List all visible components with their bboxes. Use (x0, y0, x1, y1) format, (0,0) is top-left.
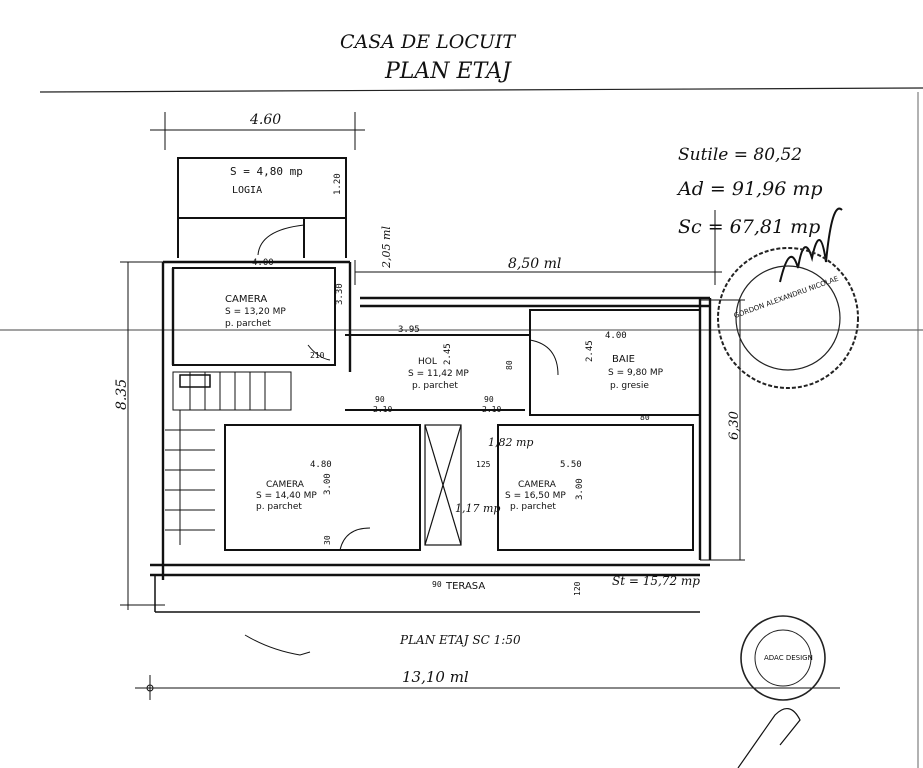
dim-door-210: 210 (310, 351, 325, 360)
camera1-name: CAMERA (225, 294, 267, 305)
dim-door-125: 125 (476, 460, 491, 469)
signature (779, 207, 843, 283)
camera1-floor: p. parchet (225, 319, 271, 329)
summary-s-utile: Sutile = 80,52 (678, 145, 802, 165)
camera2-door-arc (339, 527, 371, 551)
dim-overall-width-label: 13,10 ml (402, 668, 469, 686)
north-arrow-scribble (244, 634, 311, 656)
hol-name: HOL (418, 357, 437, 367)
logia-door-arc (257, 224, 305, 256)
camera2-walls (224, 424, 421, 551)
dim-overall-height-label: 8.35 (114, 379, 130, 410)
dim-hol-depth: 2.45 (443, 343, 453, 365)
terasa-area: St = 15,72 mp (612, 574, 700, 588)
logia-walls (177, 157, 347, 258)
camera3-floor: p. parchet (510, 502, 556, 512)
page-top-rule (39, 87, 923, 93)
dim-door-80: 80 (505, 360, 514, 370)
camera1-area: S = 13,20 MP (225, 307, 286, 317)
plan-caption: PLAN ETAJ SC 1:50 (399, 633, 521, 647)
hol-walls (345, 310, 531, 415)
dim-door-90b: 90 (484, 395, 494, 404)
dim-camera1-width: 4.00 (252, 258, 274, 268)
dim-overall-width (135, 675, 840, 700)
camera3-walls (497, 424, 694, 551)
dim-hol-door-2: 2.10 (482, 405, 501, 414)
terasa-outline (154, 575, 700, 613)
plan-title-line1: CASA DE LOCUIT (340, 31, 516, 53)
dim-camera3-width: 5.50 (560, 460, 582, 470)
dim-top-width (150, 112, 365, 150)
dim-camera3-depth: 3.00 (575, 478, 585, 500)
dim-logia-offset: 2,05 ml (380, 226, 393, 269)
dim-top-width-label: 4.60 (249, 112, 281, 128)
dim-mid-width-label: 8,50 ml (508, 256, 561, 272)
hol-floor: p. parchet (412, 381, 458, 391)
stamp-left-text: GORDON ALEXANDRU NICOLAE (733, 275, 840, 320)
hol-area: S = 11,42 MP (408, 369, 469, 379)
dim-hol-width: 3.95 (398, 325, 420, 335)
stair (165, 371, 292, 545)
plan-title-line2: PLAN ETAJ (384, 59, 512, 84)
dim-hol-door-1: 2.10 (373, 405, 392, 414)
camera2-name: CAMERA (266, 480, 305, 490)
bath-door-arc (529, 339, 559, 376)
dim-overall-height (120, 261, 165, 610)
camera2-area: S = 14,40 MP (256, 491, 317, 501)
summary-ad: Ad = 91,96 mp (676, 178, 823, 200)
dim-bottom-mark: 120 (573, 581, 582, 596)
dim-camera1-depth: 3.30 (335, 283, 345, 305)
dim-baie-width: 4.00 (605, 331, 627, 341)
dim-camera2-width: 4.80 (310, 460, 332, 470)
dim-door-90a: 90 (375, 395, 385, 404)
dim-terasa-mark: 90 (432, 580, 442, 589)
dim-bath-door: 80 (640, 413, 650, 422)
dim-baie-depth: 2.45 (585, 340, 595, 362)
camera1-door-arc (307, 344, 331, 361)
baie-floor: p. gresie (610, 381, 649, 391)
terasa-name: TERASA (445, 581, 485, 592)
dim-door-30: 30 (323, 535, 332, 545)
baie-name: BAIE (612, 354, 635, 365)
baie-walls (529, 309, 701, 416)
dim-right-height-label: 6,30 (727, 411, 742, 440)
summary-sc: Sc = 67,81 mp (678, 216, 820, 238)
camera3-name: CAMERA (518, 480, 557, 490)
stamp-right-text: ADAC DESIGN (764, 654, 813, 662)
bottom-right-scribble (737, 708, 801, 768)
office-stamp (740, 615, 826, 701)
baie-area: S = 9,80 MP (608, 368, 664, 378)
camera2-floor: p. parchet (256, 502, 302, 512)
stair-area-1: 1,82 mp (488, 436, 533, 449)
stair-area-2: 1,17 mp (455, 502, 500, 515)
central-shaft (424, 424, 462, 546)
camera1-walls (172, 267, 336, 366)
logia-area: S = 4,80 mp (230, 165, 303, 178)
dim-logia-side: 1.20 (333, 173, 343, 195)
dim-camera2-depth: 3.00 (323, 473, 333, 495)
dim-mid-width (354, 210, 722, 285)
dim-right-height (700, 299, 745, 561)
logia-name: LOGIA (232, 185, 262, 196)
camera3-area: S = 16,50 MP (505, 491, 566, 501)
architect-stamp (717, 247, 859, 389)
